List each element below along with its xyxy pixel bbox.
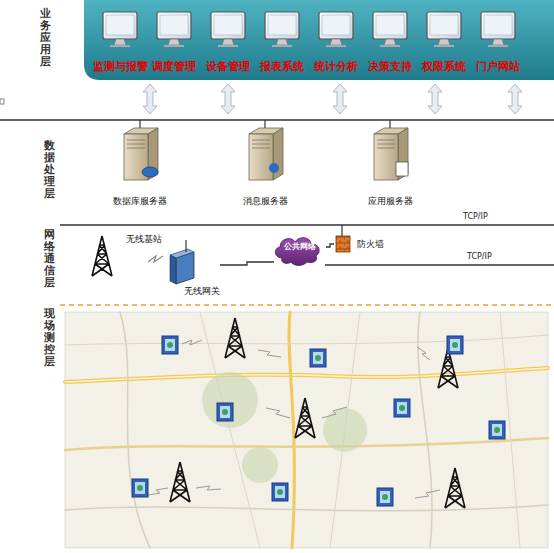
layer-name: 业务应用层 xyxy=(40,8,51,68)
app-module: 决策支持 xyxy=(367,8,413,74)
protocol-label: TCP/IP xyxy=(466,252,493,261)
node-label: 监测与报警 xyxy=(93,61,148,74)
app-module: 报表系统 xyxy=(259,8,305,74)
app-module: 监测与报警 xyxy=(92,8,149,74)
app-module: 权限系统 xyxy=(421,8,467,74)
node-label: 设备管理 xyxy=(206,61,250,74)
server-box: 数据库服务器 xyxy=(112,126,168,206)
protocol-label: TCP/IP xyxy=(462,212,489,221)
app-module: 门户网站 xyxy=(475,8,521,74)
app-module: 设备管理 xyxy=(205,8,251,74)
node-label: 权限系统 xyxy=(422,61,466,74)
network-link xyxy=(220,262,274,265)
base-station: 无线基站 xyxy=(88,234,162,280)
server-box: 消息服务器 xyxy=(242,126,289,206)
node-label: 报表系统 xyxy=(260,61,304,74)
node-label: 公共网络 xyxy=(284,242,316,251)
layer-name: 数据处理层 xyxy=(44,140,55,200)
node-label: 门户网站 xyxy=(476,61,520,74)
node-label: 统计分析 xyxy=(314,61,358,74)
wireless-gateway: 无线网关 xyxy=(166,238,220,296)
layer-name: 现场测控层 xyxy=(44,308,55,368)
public-network-cloud: 公共网络 xyxy=(274,232,326,262)
network-link xyxy=(326,244,334,247)
server-box: 应用服务器 xyxy=(367,126,414,206)
node-label: 数据库服务器 xyxy=(113,196,167,206)
app-module: 统计分析 xyxy=(313,8,359,74)
node-label: 决策支持 xyxy=(368,61,412,74)
app-module: 调度管理 xyxy=(151,8,197,74)
layer-name: 网络通信层 xyxy=(44,229,55,289)
node-label: 防火墙 xyxy=(357,239,384,249)
node-label: 调度管理 xyxy=(152,61,196,74)
node-label: 无线网关 xyxy=(184,286,220,296)
firewall: 防火墙 xyxy=(334,234,384,254)
node-label: 消息服务器 xyxy=(243,196,288,206)
node-label: 无线基站 xyxy=(126,234,162,244)
node-label: 应用服务器 xyxy=(368,196,413,206)
